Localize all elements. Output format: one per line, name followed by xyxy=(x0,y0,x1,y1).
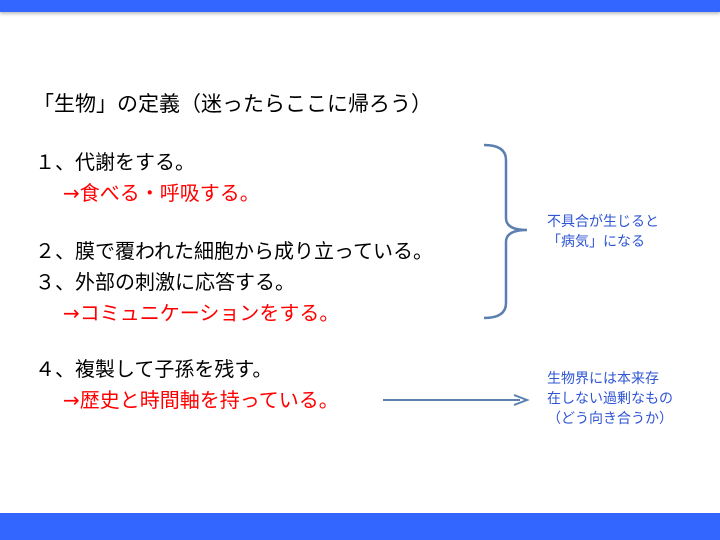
curly-brace xyxy=(483,143,528,320)
arrow-note: 生物界には本来存 在しない過剰なもの （どう向き合うか） xyxy=(547,369,673,429)
item-3: ３、外部の刺激に応答する。 xyxy=(35,270,295,294)
arrow-note-line: 在しない過剰なもの xyxy=(547,391,673,407)
item-2: ２、膜で覆われた細胞から成り立っている。 xyxy=(35,239,433,263)
item-3-sub: →コミュニケーションをする。 xyxy=(63,301,340,325)
top-bar xyxy=(0,0,720,12)
brace-note-line: 不具合が生じると xyxy=(547,214,659,230)
arrow-note-line: （どう向き合うか） xyxy=(547,411,673,427)
bottom-bar xyxy=(0,513,720,540)
slide-title: 「生物」の定義（迷ったらここに帰ろう） xyxy=(33,92,432,116)
item-4: ４、複製して子孫を残す。 xyxy=(35,357,273,381)
item-1: １、代謝をする。 xyxy=(35,150,195,174)
brace-note: 不具合が生じると 「病気」になる xyxy=(547,212,659,252)
brace-note-line: 「病気」になる xyxy=(547,234,645,250)
arrow-head-icon xyxy=(513,394,530,406)
arrow-note-line: 生物界には本来存 xyxy=(547,371,659,387)
item-1-sub: →食べる・呼吸する。 xyxy=(63,181,260,205)
item-4-sub: →歴史と時間軸を持っている。 xyxy=(63,388,339,412)
